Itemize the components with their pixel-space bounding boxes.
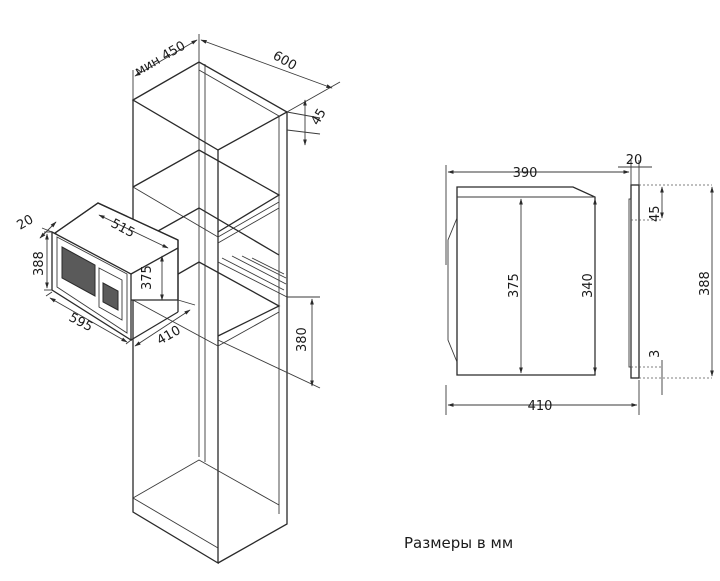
side-top-gap-label: 45 <box>648 205 663 222</box>
cabinet-offset-label: 45 <box>308 106 329 128</box>
side-frame-height-label: 388 <box>698 271 713 296</box>
units-caption: Размеры в мм <box>404 534 513 552</box>
mw-height-label: 388 <box>32 251 47 276</box>
cabinet-column <box>131 34 341 565</box>
microwave-isometric <box>39 202 196 347</box>
side-inner-height-label: 340 <box>581 273 596 298</box>
mw-frame-depth-label: 20 <box>15 212 37 233</box>
niche-height-label: 380 <box>295 327 310 352</box>
side-bottom-gap-label: 3 <box>648 350 663 358</box>
side-total-depth-label: 410 <box>528 399 553 414</box>
side-view-drawing <box>445 160 714 415</box>
mw-depth-label: 410 <box>155 323 184 348</box>
side-body-height-label: 375 <box>507 273 522 298</box>
side-body-depth-label: 390 <box>513 166 538 181</box>
cabinet-depth-label: 600 <box>270 48 299 73</box>
side-frame-depth-label: 20 <box>626 153 643 168</box>
mw-body-height-label: 375 <box>140 265 155 290</box>
